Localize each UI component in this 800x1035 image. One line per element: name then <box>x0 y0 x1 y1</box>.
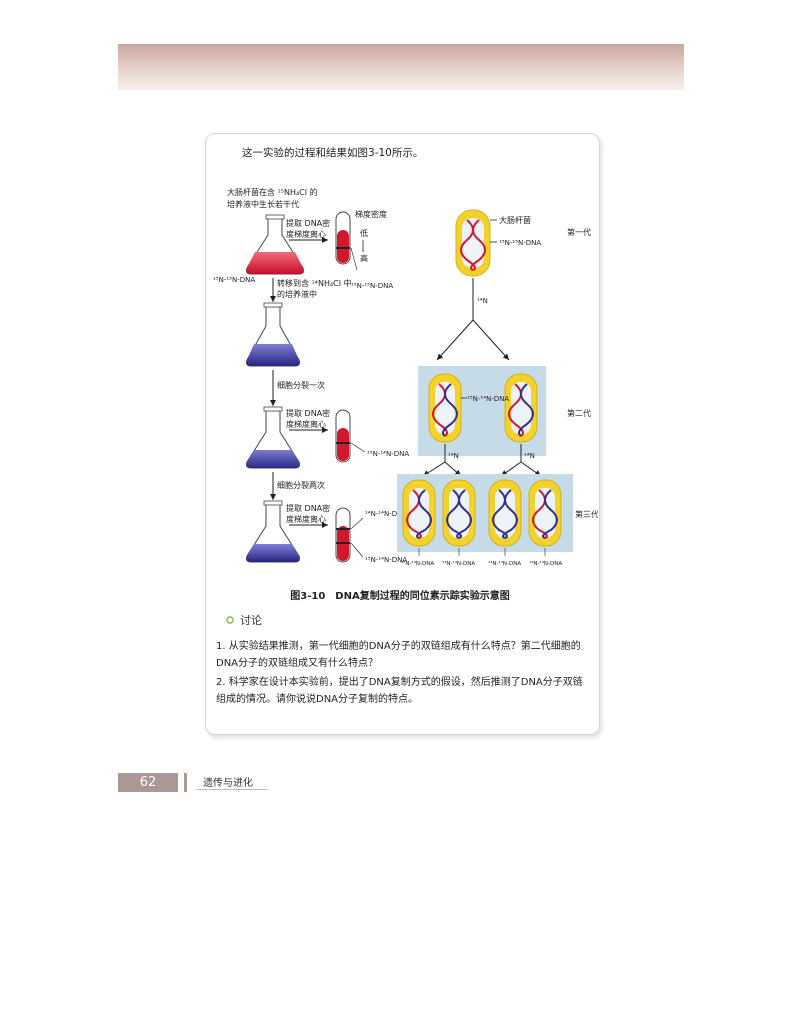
density-low: 低 <box>360 228 368 238</box>
gen1-label: 第一代 <box>567 227 591 237</box>
density-high: 高 <box>360 253 368 263</box>
question-2: 2. 科学家在设计本实验前，提出了DNA复制方式的假设，然后推测了DNA分子双链… <box>216 677 583 705</box>
tube1-label: ¹⁵N-¹⁵N-DNA <box>351 282 393 290</box>
gen3-label-3: ¹⁴N-¹⁴N-DNA <box>488 560 521 567</box>
gen2-n14-right: ¹⁴N <box>524 452 535 460</box>
extract-label-3a: 提取 DNA密 <box>286 503 330 513</box>
dna-replication-figure: 大肠杆菌在含 ¹⁵NH₄Cl 的 培养液中生长若干代 ¹⁵N-¹⁵N-DNA 提… <box>213 187 598 567</box>
density-title: 梯度密度 <box>355 209 387 219</box>
gen2-label: 第二代 <box>567 408 591 418</box>
gen2-n14-left: ¹⁴N <box>448 452 459 460</box>
intro-text: 这一实验的过程和结果如图3-10所示。 <box>242 147 424 159</box>
transfer-label-2: 的培养液中 <box>277 289 317 299</box>
extract-label-3b: 度梯度离心 <box>286 514 326 524</box>
gen3-ecoli-1-icon <box>402 479 436 547</box>
gen3-label: 第三代 <box>575 509 598 519</box>
extract-label-2b: 度梯度离心 <box>286 419 326 429</box>
caption-number: 图3-10 <box>290 591 326 602</box>
gen2-ecoli-right-icon <box>504 373 538 443</box>
flask1-label: ¹⁵N-¹⁵N-DNA <box>213 276 255 284</box>
ecoli-label: 大肠杆菌 <box>499 215 531 225</box>
discussion-heading: 讨论 <box>226 612 262 628</box>
caption-text: DNA复制过程的同位素示踪实验示意图 <box>335 591 510 602</box>
tube-1-icon <box>335 211 351 265</box>
gen2-ecoli-left-icon <box>428 373 462 443</box>
footer-underline <box>196 789 268 790</box>
flask-2-icon <box>246 302 300 367</box>
question-1: 1. 从实验结果推测，第一代细胞的DNA分子的双链组成有什么特点？第二代细胞的D… <box>216 641 581 669</box>
page-number: 62 <box>139 775 157 790</box>
figure-caption: 图3-10 DNA复制过程的同位素示踪实验示意图 <box>0 587 800 602</box>
extract-label-2a: 提取 DNA密 <box>286 408 330 418</box>
divide-once-label: 细胞分裂一次 <box>277 380 325 390</box>
circle-bullet-icon <box>226 616 234 624</box>
flask-1-icon <box>246 214 304 275</box>
gen3-ecoli-3-icon <box>488 479 522 547</box>
gen3-ecoli-4-icon <box>528 479 562 547</box>
step1-label-2: 培养液中生长若干代 <box>227 199 299 209</box>
extract-label-1a: 提取 DNA密 <box>286 218 330 228</box>
gen1-ecoli-icon <box>455 209 491 277</box>
gen3-ecoli-2-icon <box>442 479 476 547</box>
discussion-title: 讨论 <box>240 614 262 627</box>
footer-book-title: 遗传与进化 <box>203 778 253 789</box>
gen3-label-4: ¹⁵N-¹⁴N-DNA <box>529 560 562 567</box>
n14-label: ¹⁴N <box>477 297 488 305</box>
gen3-label-1: ¹⁵N-¹⁴N-DNA <box>401 560 434 567</box>
flask-4-icon <box>246 500 300 563</box>
step1-label-1: 大肠杆菌在含 ¹⁵NH₄Cl 的 <box>227 187 318 197</box>
flask-3-icon <box>246 406 300 469</box>
gen3-label-2: ¹⁴N-¹⁴N-DNA <box>442 560 475 567</box>
tube3-label-top: ¹⁴N-¹⁴N-DNA <box>365 510 407 518</box>
gen2-dna-label: ¹⁵N-¹⁴N-DNA <box>467 395 509 403</box>
gen1-dna-label: ¹⁵N-¹⁵N-DNA <box>499 239 541 247</box>
tube-2-icon <box>335 409 351 463</box>
header-band <box>118 44 684 90</box>
footer-page-band <box>118 773 178 792</box>
tube2-label: ¹⁵N-¹⁴N-DNA <box>367 450 409 458</box>
divide-twice-label: 细胞分裂两次 <box>277 480 325 490</box>
tube3-label-bottom: ¹⁵N-¹⁴N-DNA <box>365 556 407 564</box>
footer-divider <box>184 773 187 792</box>
tube-3-icon <box>335 507 351 563</box>
transfer-label-1: 转移到含 ¹⁴NH₄Cl 中 <box>277 278 352 288</box>
extract-label-1b: 度梯度离心 <box>286 229 326 239</box>
